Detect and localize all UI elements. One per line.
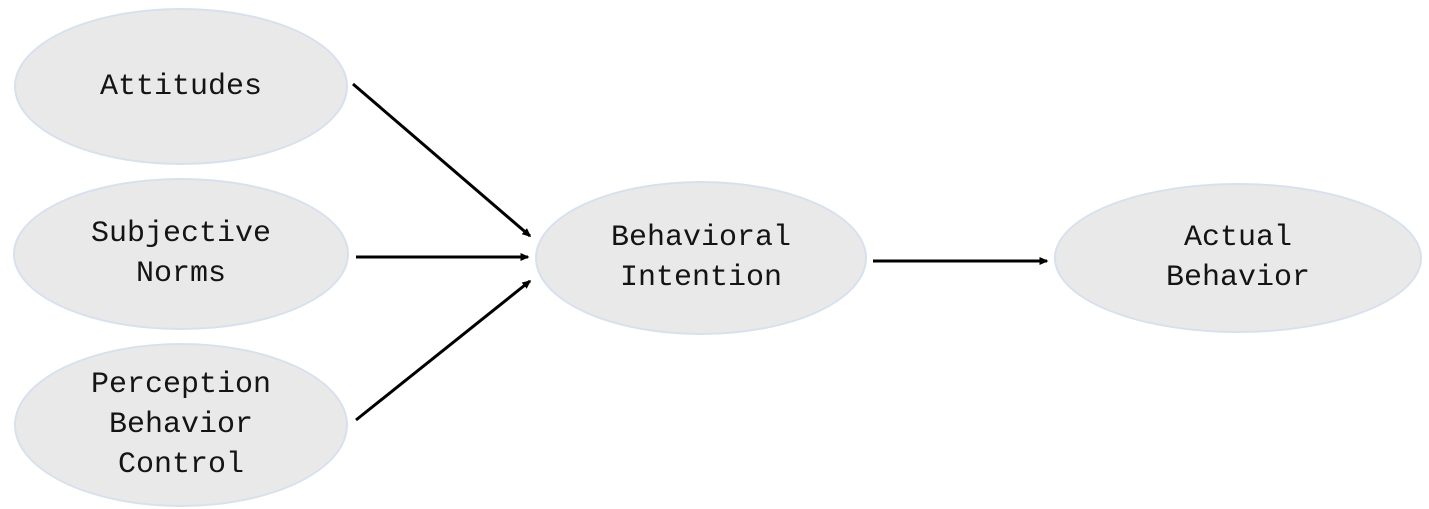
node-perception-behavior-control: Perception Behavior Control xyxy=(14,343,348,507)
node-actual-behavior-label: Actual Behavior xyxy=(1165,221,1311,295)
node-subjective-norms: Subjective Norms xyxy=(13,178,349,330)
node-actual-behavior: Actual Behavior xyxy=(1054,183,1422,333)
node-perception-behavior-control-label: Perception Behavior Control xyxy=(90,368,272,482)
node-behavioral-intention: Behavioral Intention xyxy=(535,181,867,335)
arrow-perception-control-to-intention xyxy=(355,279,532,422)
node-attitudes: Attitudes xyxy=(14,8,348,165)
node-subjective-norms-label: Subjective Norms xyxy=(90,217,272,291)
node-attitudes-label: Attitudes xyxy=(99,69,263,104)
arrow-attitudes-to-intention xyxy=(352,82,532,238)
node-behavioral-intention-label: Behavioral Intention xyxy=(610,221,792,295)
